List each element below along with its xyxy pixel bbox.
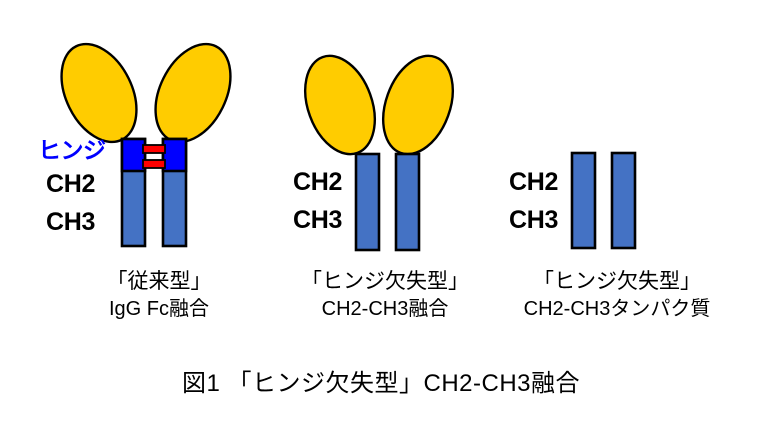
ch2-label-panel1: CH2 bbox=[46, 170, 96, 198]
ch2-ch3-stem-right bbox=[394, 152, 421, 252]
caption-panel2-line1: 「ヒンジ欠失型」 bbox=[301, 270, 469, 293]
fab-lobe-right-icon bbox=[154, 42, 232, 144]
ch2-label-panel3: CH2 bbox=[509, 168, 559, 196]
panel-conventional-igg-fc-fusion bbox=[60, 42, 232, 248]
caption-panel3-line2: CH2-CH3タンパク質 bbox=[523, 298, 711, 320]
caption-panel1-line2: IgG Fc融合 bbox=[108, 298, 209, 320]
fab-lobe-left-icon bbox=[304, 54, 376, 156]
caption-panel2-line2: CH2-CH3融合 bbox=[321, 298, 449, 320]
fab-lobe-right-icon bbox=[382, 54, 454, 156]
panel-hingeless-ch2-ch3-protein bbox=[570, 151, 637, 250]
ch2-ch3-stem-left bbox=[354, 152, 381, 252]
ch3-label-panel2: CH3 bbox=[293, 206, 343, 234]
hinge-label-panel1: ヒンジ bbox=[38, 137, 106, 163]
ch2-ch3-stem-left bbox=[570, 151, 597, 250]
ch3-label-panel1: CH3 bbox=[46, 208, 96, 236]
caption-panel3-line1: 「ヒンジ欠失型」 bbox=[533, 270, 701, 293]
disulfide-bond-upper bbox=[142, 144, 166, 154]
ch2-label-panel2: CH2 bbox=[293, 168, 343, 196]
hinge-block-right bbox=[161, 137, 188, 173]
caption-panel1-line1: 「従来型」 bbox=[106, 270, 212, 293]
ch3-label-panel3: CH3 bbox=[509, 206, 559, 234]
panel-hingeless-ch2-ch3-fusion bbox=[304, 54, 454, 252]
ch2-ch3-stem-right bbox=[610, 151, 637, 250]
figure-title: 図1 「ヒンジ欠失型」CH2-CH3融合 bbox=[181, 370, 581, 397]
disulfide-bond-lower bbox=[142, 159, 166, 169]
fab-lobe-left-icon bbox=[60, 42, 138, 144]
hinge-block-left bbox=[120, 137, 147, 173]
